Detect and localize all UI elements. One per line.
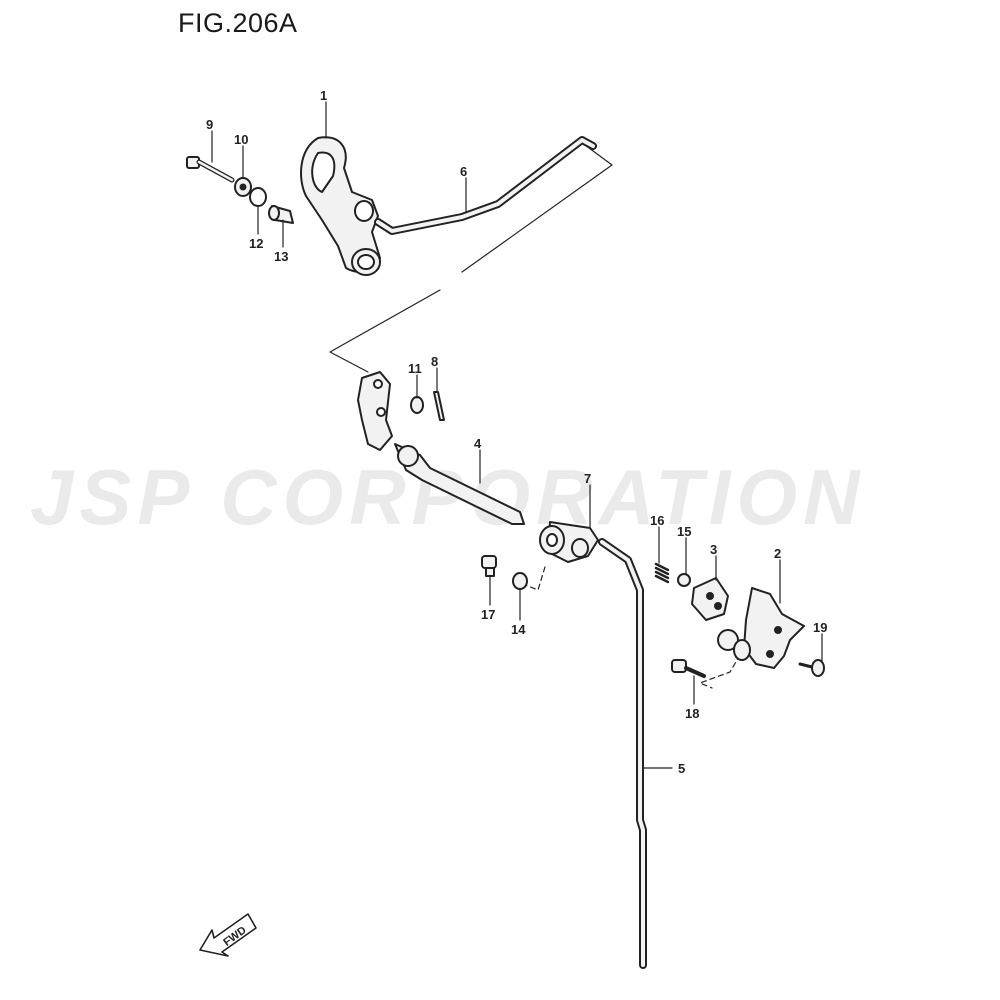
callout-8: 8 xyxy=(431,354,438,369)
callout-1: 1 xyxy=(320,88,327,103)
callout-18: 18 xyxy=(685,706,699,721)
fwd-arrow-icon xyxy=(199,913,257,957)
callout-14: 14 xyxy=(511,622,526,637)
figure-title: FIG.206A xyxy=(178,8,298,38)
part-14-washer xyxy=(512,572,528,590)
callout-16: 16 xyxy=(650,513,664,528)
part-3-plate xyxy=(691,577,729,621)
part-8-pin xyxy=(433,391,445,421)
callout-5: 5 xyxy=(678,761,685,776)
callout-13: 13 xyxy=(274,249,288,264)
part-6-rod xyxy=(374,136,597,235)
callout-labels: 1 2 3 4 5 6 7 8 9 10 11 12 13 14 15 16 1… xyxy=(206,88,827,949)
part-9-bolt xyxy=(186,156,235,183)
callout-7: 7 xyxy=(584,471,591,486)
callout-leaders xyxy=(211,101,823,769)
part-17-bolt xyxy=(481,555,497,577)
watermark: JSP CORPORATION xyxy=(30,453,866,541)
callout-4: 4 xyxy=(474,436,482,451)
callout-10: 10 xyxy=(234,132,248,147)
part-18-bolt xyxy=(671,659,706,678)
part-2-cam xyxy=(717,587,805,669)
callout-19: 19 xyxy=(813,620,827,635)
part-4-bracket xyxy=(357,371,393,451)
part-5-rod xyxy=(598,538,647,969)
part-19-screw xyxy=(798,659,825,677)
callout-2: 2 xyxy=(774,546,781,561)
part-13-bushing xyxy=(268,205,294,224)
part-11-washer xyxy=(410,396,424,414)
callout-17: 17 xyxy=(481,607,495,622)
part-7-joint xyxy=(539,521,599,563)
callout-9: 9 xyxy=(206,117,213,132)
part-16-spring xyxy=(654,562,670,584)
callout-12: 12 xyxy=(249,236,263,251)
part-4-shaft xyxy=(394,443,525,525)
part-1-lever xyxy=(300,136,381,276)
callout-6: 6 xyxy=(460,164,467,179)
part-15-ball xyxy=(677,573,691,587)
callout-3: 3 xyxy=(710,542,717,557)
part-12-o-ring xyxy=(249,187,267,207)
callout-11: 11 xyxy=(408,361,422,376)
callout-15: 15 xyxy=(677,524,691,539)
